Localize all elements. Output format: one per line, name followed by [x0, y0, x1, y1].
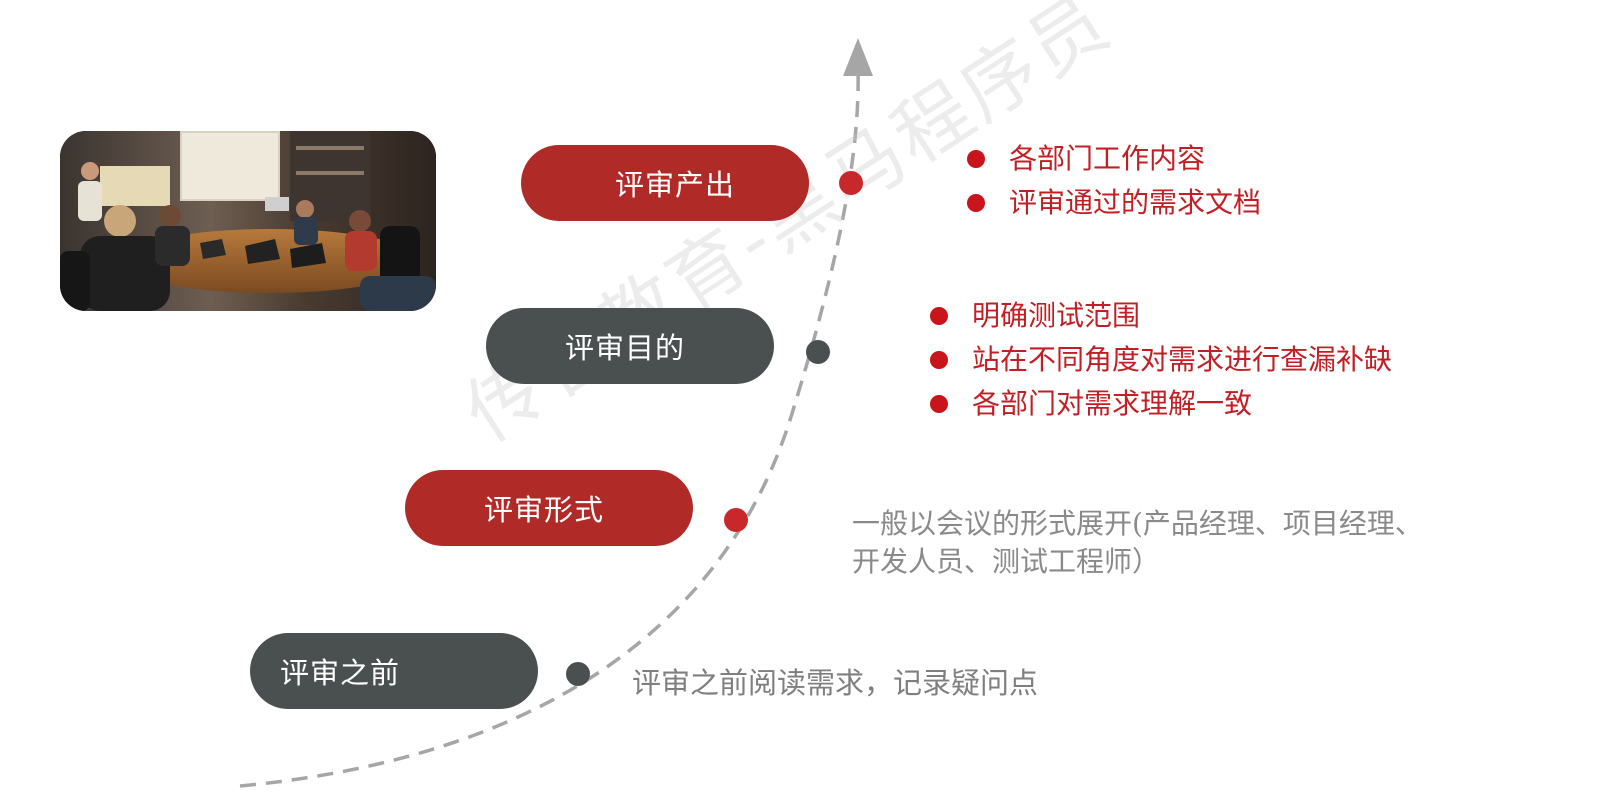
meeting-room-image [60, 131, 436, 311]
purpose-bullet-item: 站在不同角度对需求进行查漏补缺 [930, 338, 1392, 382]
stage-pill-output: 评审产出 [521, 145, 809, 221]
meeting-photo [60, 131, 436, 311]
output-bullet-list: 各部门工作内容 评审通过的需求文档 [967, 137, 1261, 225]
bullet-dot-icon [930, 351, 948, 369]
curve-dot-purpose [806, 340, 830, 364]
bullet-dot-icon [967, 194, 985, 212]
curve-dot-form [724, 508, 748, 532]
curve-dot-output [839, 171, 863, 195]
stage-label-form: 评审形式 [484, 493, 605, 527]
output-bullet-item: 各部门工作内容 [967, 137, 1261, 181]
form-description: 一般以会议的形式展开(产品经理、项目经理、 开发人员、测试工程师） [852, 505, 1572, 581]
stage-pill-form: 评审形式 [405, 470, 693, 546]
purpose-bullet-item: 各部门对需求理解一致 [930, 382, 1392, 426]
bullet-dot-icon [967, 150, 985, 168]
bullet-dot-icon [930, 395, 948, 413]
bullet-dot-icon [930, 307, 948, 325]
arrow-head-icon [843, 38, 873, 76]
output-bullet-item: 评审通过的需求文档 [967, 181, 1261, 225]
stage-label-before: 评审之前 [280, 656, 401, 690]
stage-label-purpose: 评审目的 [565, 331, 686, 365]
stage-label-output: 评审产出 [615, 168, 736, 202]
stage-pill-purpose: 评审目的 [486, 308, 774, 384]
purpose-bullet-item: 明确测试范围 [930, 294, 1392, 338]
form-description-line2: 开发人员、测试工程师） [852, 545, 1161, 578]
before-description: 评审之前阅读需求，记录疑问点 [632, 666, 1039, 700]
form-description-line1: 一般以会议的形式展开(产品经理、项目经理、 [852, 507, 1423, 540]
stage-pill-before: 评审之前 [250, 633, 538, 709]
curve-dot-before [566, 662, 590, 686]
purpose-bullet-list: 明确测试范围 站在不同角度对需求进行查漏补缺 各部门对需求理解一致 [930, 294, 1392, 426]
